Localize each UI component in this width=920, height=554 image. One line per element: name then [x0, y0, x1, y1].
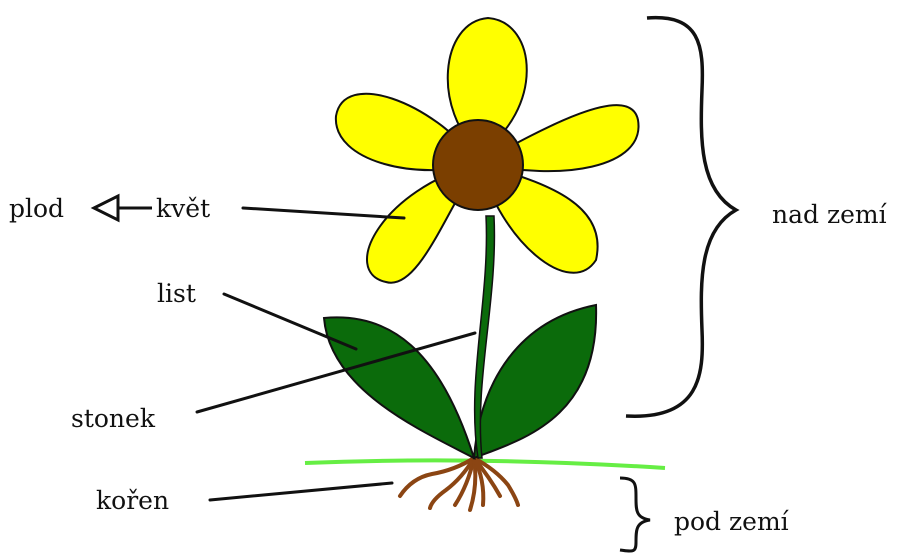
label-kvet: květ — [156, 194, 210, 223]
flower-center — [433, 120, 523, 210]
pod-zemi-brace — [620, 478, 650, 551]
koren-pointer-line — [210, 483, 392, 500]
label-nad-zemi: nad zemí — [772, 200, 888, 229]
nad-zemi-brace — [626, 18, 736, 417]
roots — [400, 458, 518, 510]
right-leaf — [474, 305, 596, 458]
kvet-pointer-line — [243, 208, 404, 218]
label-pod-zemi: pod zemí — [674, 507, 790, 536]
label-plod: plod — [9, 194, 64, 223]
label-list: list — [157, 279, 196, 308]
plod-arrow — [94, 196, 152, 220]
label-stonek: stonek — [71, 404, 156, 433]
label-koren: kořen — [96, 486, 169, 515]
plod-arrowhead — [94, 196, 118, 220]
